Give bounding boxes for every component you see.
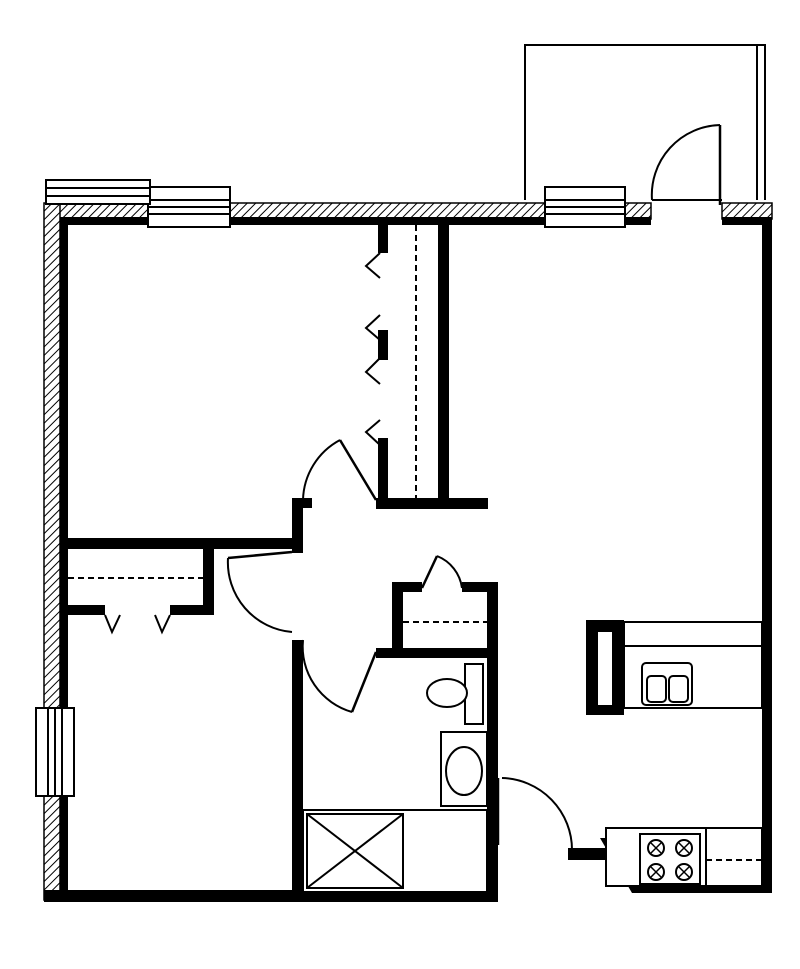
linen-closet-door bbox=[403, 555, 487, 623]
window-left bbox=[35, 707, 75, 797]
stove bbox=[639, 833, 701, 885]
entry-door bbox=[496, 777, 573, 851]
interior-walls bbox=[60, 217, 624, 898]
hall-closet bbox=[68, 577, 203, 635]
balcony-door bbox=[650, 124, 722, 205]
exterior-wall-right bbox=[762, 217, 772, 893]
kitchen-sink bbox=[641, 662, 693, 706]
bathroom-door bbox=[301, 639, 378, 713]
bedroom-door bbox=[302, 439, 378, 501]
balcony bbox=[524, 44, 766, 201]
bedroom-closet bbox=[364, 225, 417, 498]
bathroom-sink bbox=[440, 731, 488, 807]
toilet bbox=[426, 663, 484, 725]
window-bedroom-top bbox=[147, 186, 231, 228]
window-frame-corner bbox=[45, 179, 151, 205]
window-living-top bbox=[544, 186, 626, 228]
shower bbox=[302, 809, 488, 893]
wall-lining bbox=[60, 217, 772, 898]
lower-bedroom-door bbox=[226, 550, 293, 633]
